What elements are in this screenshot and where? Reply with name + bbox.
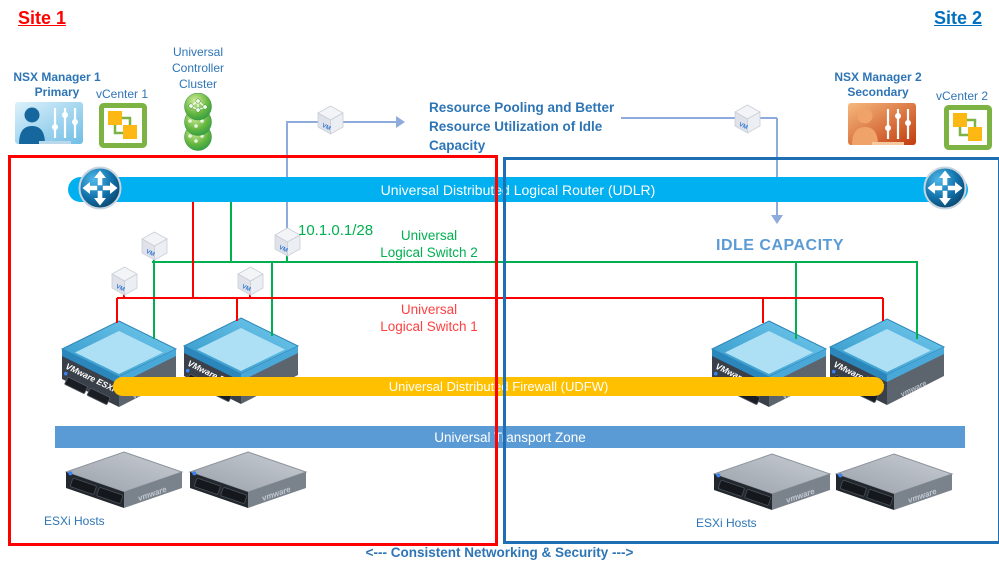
resource-pooling-line3: Capacity [429,138,486,153]
controller-cluster-line3: Cluster [178,77,217,91]
vm-cube-top-right [734,104,761,134]
resource-pooling-line1: Resource Pooling and Better [429,100,615,115]
esxi-hosts-label-left: ESXi Hosts [44,514,105,528]
logical-switch-1-line [117,297,883,299]
consistent-networking-label: <--- Consistent Networking & Security --… [365,545,634,560]
resource-pooling-note: Resource Pooling and Better Resource Uti… [429,98,641,155]
udfw-bar-label: Universal Distributed Firewall (UDFW) [388,379,609,394]
router-icon-left [78,166,122,210]
controller-cluster-line2: Controller [171,61,225,75]
vm-cube-ls2-a [141,231,168,261]
controller-cluster-label: Universal Controller Cluster [158,44,238,92]
ls1-host1-drop [116,298,118,323]
vcenter-1-label: vCenter 1 [95,87,149,101]
nsx-manager-1-line2: Primary [34,85,80,99]
vcenter-2-icon [944,105,992,150]
vm-cube-ls1-a [111,266,138,296]
esxi-hosts-label-right: ESXi Hosts [696,516,757,530]
server-4 [833,453,953,511]
ls1-host4-drop [882,298,884,321]
router-icon-right [923,166,967,210]
resource-pooling-line2: Resource Utilization of Idle [429,119,603,134]
ls2-udlr-drop [230,202,232,262]
ls2-label-line1: Universal [400,228,458,243]
nsx-manager-1-icon [15,102,83,146]
nsx-manager-1-line1: NSX Manager 1 [13,70,101,84]
logical-switch-1-label: Universal Logical Switch 1 [370,301,488,335]
udlr-bar: Universal Distributed Logical Router (UD… [68,177,968,202]
transport-zone-bar: Universal Transport Zone [55,426,965,448]
connector-arrow-down-icon [771,215,783,224]
ls1-host2-drop [236,298,238,321]
idle-capacity-label: IDLE CAPACITY [716,237,844,254]
udlr-bar-label: Universal Distributed Logical Router (UD… [380,181,656,198]
site2-title: Site 2 [934,8,983,28]
ls2-label-line2: Logical Switch 2 [380,245,478,260]
server-2 [187,451,307,509]
vm-cube-top-left [317,105,344,135]
nsx-manager-2-line1: NSX Manager 2 [834,70,922,84]
esxi-host-1 [59,320,177,408]
ls2-vm-stem [286,252,288,262]
logical-switch-2-line [152,261,918,263]
nsx-manager-2-icon [848,103,916,147]
nsx-manager-2-line2: Secondary [847,85,909,99]
vcenter-2-label: vCenter 2 [935,89,989,103]
nsx-manager-2-label: NSX Manager 2 Secondary [822,70,934,100]
controller-cluster-line1: Universal [172,45,223,59]
nsx-manager-1-label: NSX Manager 1 Primary [2,70,112,100]
ls2-host3-drop [795,262,797,339]
controller-cluster-icon [183,93,213,151]
vm-cube-ls2-b [274,227,301,257]
ls1-host3-drop [762,298,764,323]
server-3 [711,453,831,511]
subnet-label: 10.1.0.1/28 [298,222,374,239]
ls1-label-line1: Universal [400,302,458,317]
esxi-host-3 [709,320,827,408]
connector-right-horizontal [621,117,777,119]
ls2-host4-drop [916,262,918,339]
ls1-label-line2: Logical Switch 1 [380,319,478,334]
transport-zone-label: Universal Transport Zone [434,429,586,445]
vm-cube-ls1-b [237,266,264,296]
udfw-bar: Universal Distributed Firewall (UDFW) [113,377,884,396]
ls2-host2-drop [271,262,273,336]
vcenter-1-icon [99,103,147,148]
server-1 [63,451,183,509]
site1-title: Site 1 [18,8,67,28]
connector-right-vertical [776,118,778,215]
ls1-udlr-drop [192,202,194,298]
logical-switch-2-label: Universal Logical Switch 2 [370,227,488,261]
connector-arrow-right-icon [396,116,405,128]
connector-left-vertical [286,122,288,230]
